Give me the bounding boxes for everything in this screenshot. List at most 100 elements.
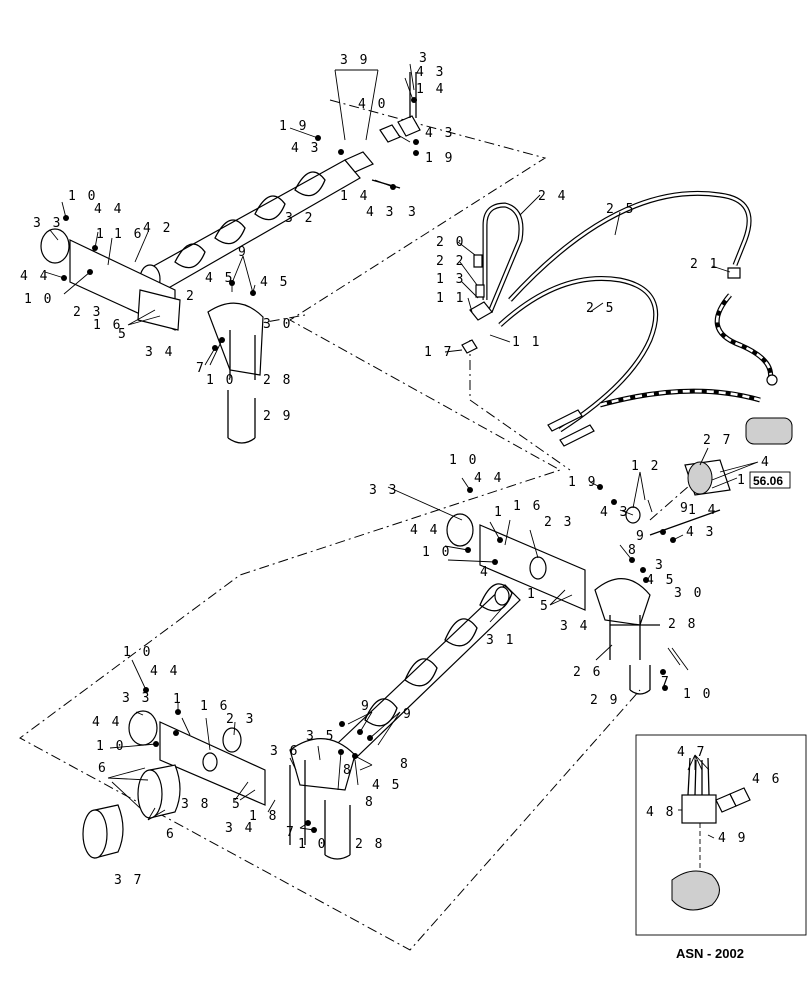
callout-label: 3 3	[33, 216, 62, 231]
callout-label: 3 6	[270, 744, 299, 759]
inset-detail	[635, 734, 807, 936]
callout-label: 2 5	[586, 301, 615, 316]
callout-label: 1	[494, 505, 504, 520]
callout-label: 6	[98, 761, 108, 776]
callout-label: 2 7	[703, 433, 732, 448]
page-reference: 56.06	[749, 471, 791, 489]
callout-label: 9	[238, 245, 248, 260]
callout-label: 1	[737, 473, 747, 488]
callout-labels: 3 4 3 1 4 3 9 4 0 4 3 1 9 1 9 4 3 1 4 4 …	[20, 51, 781, 888]
callout-label: 3	[408, 205, 418, 220]
callout-label: 1	[96, 227, 106, 242]
callout-label: 4 4	[20, 269, 49, 284]
callout-label: 1 0	[422, 545, 451, 560]
callout-label: 1 0	[298, 837, 327, 852]
callout-label: 1 0	[96, 739, 125, 754]
callout-label: 3 7	[114, 873, 143, 888]
callout-label: 4	[761, 455, 771, 470]
callout-label: 6	[166, 827, 176, 842]
callout-label: 2 3	[544, 515, 573, 530]
callout-label: 2	[186, 289, 196, 304]
callout-label: 1 1	[512, 335, 541, 350]
callout-label: 2 2	[436, 254, 465, 269]
callout-label: 1 0	[206, 373, 235, 388]
callout-label: 4 4	[92, 715, 121, 730]
callout-label: 1 9	[568, 475, 597, 490]
upper-auger	[40, 72, 421, 444]
callout-label: 5	[232, 797, 242, 812]
callout-label: 4 3	[416, 65, 445, 80]
callout-label: 4 4	[94, 202, 123, 217]
callout-label: 4 5	[205, 271, 234, 286]
callout-label: 7	[196, 361, 206, 376]
middle-auger	[319, 459, 731, 779]
callout-label: 2 3	[73, 305, 102, 320]
callout-label: 3 5	[306, 729, 335, 744]
callout-label: 3	[655, 558, 665, 573]
callout-label: 2 8	[355, 837, 384, 852]
callout-label: 4 3	[366, 205, 395, 220]
callout-label: 1 1	[436, 291, 465, 306]
callout-label: 1 0	[449, 453, 478, 468]
callout-label: 8	[343, 763, 353, 778]
callout-label: 2 6	[573, 665, 602, 680]
callout-label: 1 4	[688, 503, 717, 518]
callout-label: 4 5	[260, 275, 289, 290]
callout-label: 5	[118, 327, 128, 342]
callout-label: 4 4	[410, 523, 439, 538]
callout-label: 2 1	[690, 257, 719, 272]
callout-label: 1 3	[436, 272, 465, 287]
callout-label: 1	[173, 692, 183, 707]
callout-label: 4 2	[143, 221, 172, 236]
callout-label: 3 3	[122, 691, 151, 706]
callout-label: 1	[527, 587, 537, 602]
callout-label: 1 6	[93, 318, 122, 333]
callout-label: 1 0	[24, 292, 53, 307]
callout-label: 4 3	[291, 141, 320, 156]
callout-label: 3 9	[340, 53, 369, 68]
callout-label: 7	[286, 825, 296, 840]
callout-label: 4 3	[425, 126, 454, 141]
callout-label: 5	[540, 599, 550, 614]
callout-label: 8	[365, 795, 375, 810]
inset-caption: ASN - 2002	[676, 946, 744, 961]
callout-label: 3 1	[486, 633, 515, 648]
callout-label: 9	[403, 707, 413, 722]
callout-label: 3 0	[674, 586, 703, 601]
callout-label: 1 8	[249, 809, 278, 824]
callout-label: 3 3	[369, 483, 398, 498]
callout-label: 1 6	[200, 699, 229, 714]
callout-label: 4 6	[752, 772, 781, 787]
callout-label: 2 3	[226, 712, 255, 727]
callout-label: 4 9	[718, 831, 747, 846]
hydraulic-hoses	[461, 190, 793, 447]
callout-label: 2 4	[538, 189, 567, 204]
callout-label: 3 4	[225, 821, 254, 836]
inset-frame	[635, 734, 807, 936]
callout-label: 2 0	[436, 235, 465, 250]
callout-label: 1 6	[513, 499, 542, 514]
callout-label: 2 8	[263, 373, 292, 388]
callout-label: 2 9	[263, 409, 292, 424]
callout-label: 4	[480, 565, 490, 580]
callout-label: 1 0	[683, 687, 712, 702]
callout-label: 9	[680, 501, 690, 516]
callout-label: 4 8	[646, 805, 675, 820]
leader-lines	[44, 63, 759, 831]
callout-label: 3 4	[145, 345, 174, 360]
callout-label: 2 8	[668, 617, 697, 632]
callout-label: 3 2	[285, 211, 314, 226]
callout-label: 3 4	[560, 619, 589, 634]
callout-label: 2 5	[606, 202, 635, 217]
callout-label: 4 5	[372, 778, 401, 793]
callout-label: 1 9	[279, 119, 308, 134]
callout-label: 4 0	[358, 97, 387, 112]
callout-label: 4 7	[677, 745, 706, 760]
callout-label: 2 9	[590, 693, 619, 708]
callout-label: 1 6	[114, 227, 143, 242]
callout-label: 3	[419, 51, 429, 66]
callout-label: 9	[361, 699, 371, 714]
callout-label: 1 9	[425, 151, 454, 166]
